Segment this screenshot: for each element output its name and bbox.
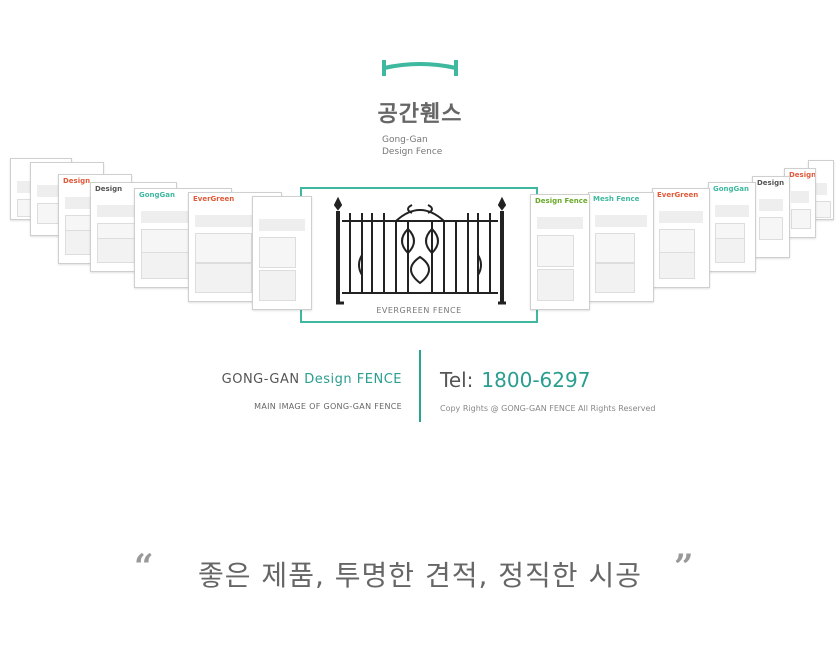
logo-english-line1: Gong-Gan bbox=[382, 135, 428, 145]
catalog-carousel[interactable]: Design Design GongGan EverGreen Design F… bbox=[0, 140, 840, 330]
card-title: EverGreen bbox=[193, 195, 235, 203]
divider bbox=[419, 350, 421, 422]
logo-korean-name: 공간휀스 bbox=[377, 102, 463, 127]
logo-english-line2: Design Fence bbox=[382, 147, 443, 157]
tel-number[interactable]: 1800-6297 bbox=[481, 368, 591, 392]
card-title: Design bbox=[757, 179, 785, 187]
brand-suffix: FENCE bbox=[356, 372, 402, 387]
tel-label: Tel: bbox=[440, 368, 474, 392]
featured-fence-card[interactable]: EVERGREEN FENCE bbox=[300, 187, 538, 323]
card-title: Design bbox=[95, 185, 123, 193]
slogan: “ 좋은 제품, 투명한 견적, 정직한 시공 ” bbox=[0, 547, 840, 592]
brand-subtitle: MAIN IMAGE OF GONG-GAN FENCE bbox=[254, 402, 402, 411]
catalog-card[interactable]: EverGreen bbox=[652, 188, 710, 288]
brand-highlight: Design bbox=[304, 372, 353, 387]
contact-info: Tel: 1800-6297 Copy Rights @ GONG-GAN FEN… bbox=[440, 368, 740, 413]
slogan-text: 좋은 제품, 투명한 견적, 정직한 시공 bbox=[198, 559, 642, 592]
copyright: Copy Rights @ GONG-GAN FENCE All Rights … bbox=[440, 404, 656, 413]
catalog-card[interactable]: Design bbox=[752, 176, 790, 258]
brand-info: GONG-GAN Design FENCE MAIN IMAGE OF GONG… bbox=[180, 372, 402, 411]
logo-block: 공간휀스 Gong-Gan Design Fence bbox=[0, 0, 840, 170]
brand-prefix: GONG-GAN bbox=[221, 372, 300, 387]
card-title: Mesh Fence bbox=[593, 195, 640, 203]
catalog-card[interactable]: Design Fence bbox=[530, 194, 590, 310]
card-title: EverGreen bbox=[657, 191, 699, 199]
brand-line: GONG-GAN Design FENCE bbox=[180, 372, 402, 387]
card-title: Design Fence bbox=[535, 197, 588, 205]
tel-line: Tel: 1800-6297 bbox=[440, 368, 740, 392]
logo-english-name: Gong-Gan Design Fence bbox=[382, 134, 442, 158]
catalog-card[interactable] bbox=[252, 196, 312, 310]
card-title: Design bbox=[789, 171, 816, 179]
featured-caption: EVERGREEN FENCE bbox=[376, 306, 462, 315]
open-quote-icon: “ bbox=[134, 547, 154, 587]
fence-illustration bbox=[333, 196, 507, 305]
logo-mark-icon bbox=[382, 60, 458, 76]
close-quote-icon: ” bbox=[674, 547, 694, 587]
catalog-card[interactable]: GongGan bbox=[708, 182, 756, 272]
card-title: GongGan bbox=[139, 191, 176, 199]
catalog-card[interactable]: Mesh Fence bbox=[588, 192, 654, 302]
card-title: Design bbox=[63, 177, 91, 185]
card-title: GongGan bbox=[713, 185, 750, 193]
